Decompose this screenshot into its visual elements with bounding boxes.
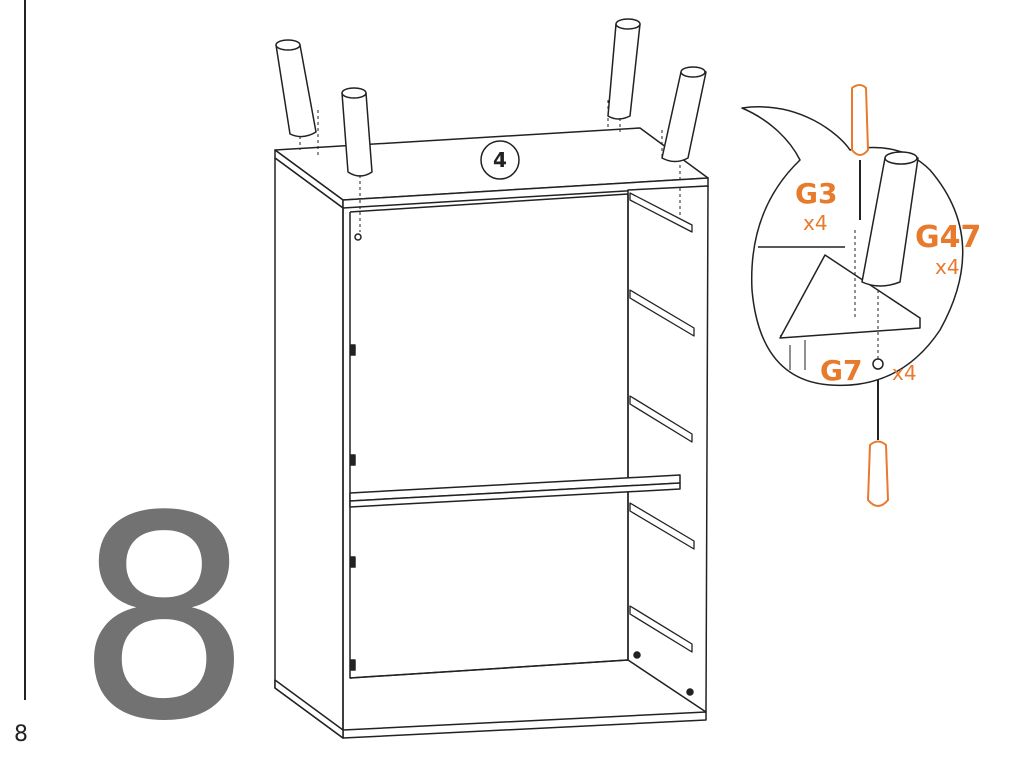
panel-label-circle — [480, 140, 520, 180]
g3-label: G3 — [795, 177, 837, 210]
instruction-page: 8 8 — [14, 0, 981, 783]
assembly-illustration: 4 G3 x4 G47 x4 G7 x4 — [274, 18, 981, 739]
panel-label: 4 — [493, 148, 507, 172]
leg-back-right — [607, 18, 641, 120]
margin-rule — [24, 0, 26, 700]
drawer-rails — [629, 192, 695, 653]
page-number: 8 — [14, 722, 28, 747]
fastener-guides — [299, 100, 681, 232]
screwdriver-top — [851, 84, 869, 220]
screwdriver-bottom — [867, 380, 889, 507]
leg-front-left — [341, 87, 373, 177]
g3-qty: x4 — [803, 211, 828, 235]
step-number: 8 — [75, 457, 254, 783]
g47-label: G47 — [915, 220, 981, 255]
leg-back-left — [275, 39, 317, 138]
leg-front-right — [661, 66, 707, 163]
g7-qty: x4 — [892, 361, 917, 385]
g7-label: G7 — [820, 354, 862, 387]
g47-qty: x4 — [935, 255, 960, 279]
cabinet-body — [274, 157, 709, 739]
